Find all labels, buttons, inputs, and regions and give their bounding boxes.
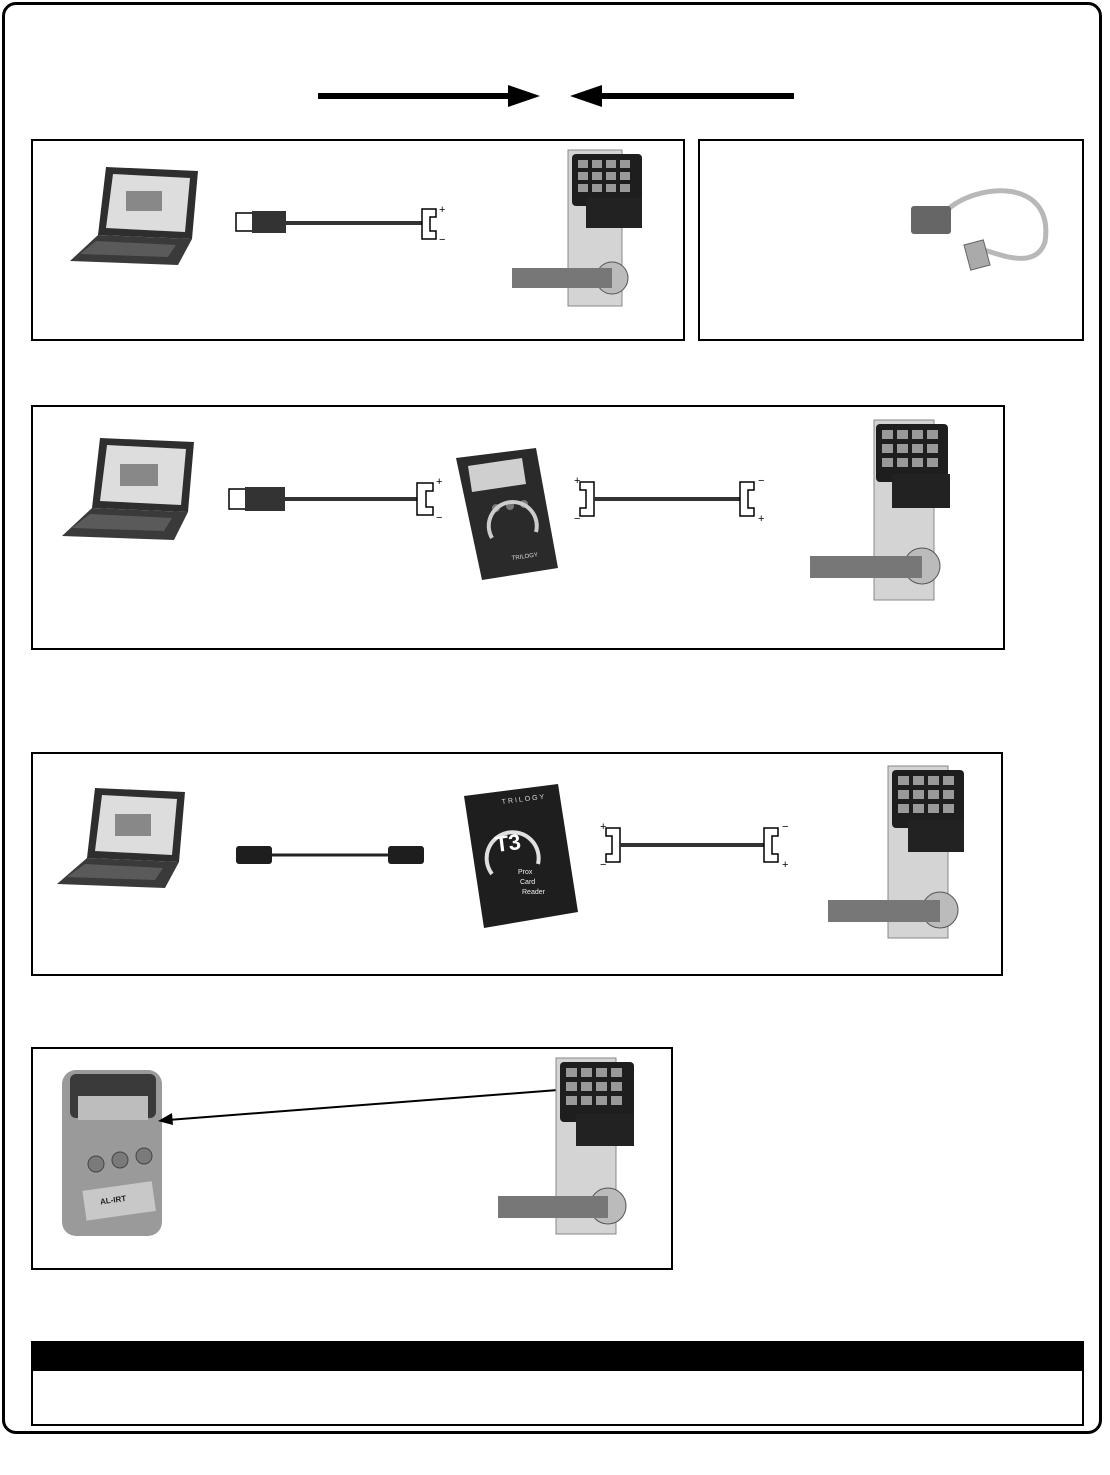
- laptop-icon: [70, 167, 198, 265]
- svg-text:TRILOGY: TRILOGY: [511, 552, 538, 562]
- t3-reader-icon: TRILOGY T3 Prox Card Reader: [464, 784, 578, 928]
- keypad-lock-icon: [810, 419, 950, 601]
- svg-text:−: −: [600, 859, 606, 871]
- svg-text:AL-IRT: AL-IRT: [99, 1194, 126, 1207]
- svg-text:−: −: [436, 512, 442, 524]
- panel-usb-adapter: [698, 139, 1084, 341]
- note-body: [33, 1371, 1082, 1387]
- svg-text:+: +: [600, 821, 606, 833]
- note-box: [31, 1341, 1084, 1426]
- svg-text:−: −: [758, 475, 764, 487]
- note-header: [33, 1343, 1082, 1371]
- svg-text:−: −: [574, 513, 580, 525]
- page-frame: [2, 2, 1102, 1434]
- svg-text:+: +: [439, 204, 445, 216]
- svg-text:+: +: [758, 513, 764, 525]
- ir-printer-icon: AL-IRT: [62, 1070, 162, 1236]
- serial-cable-icon: + −: [228, 476, 442, 524]
- svg-text:T3: T3: [494, 829, 523, 857]
- svg-text:+: +: [782, 859, 788, 871]
- svg-text:Reader: Reader: [522, 889, 546, 896]
- svg-text:−: −: [782, 821, 788, 833]
- usb-serial-adapter-icon: [911, 188, 1049, 271]
- laptop-icon: [57, 788, 185, 888]
- svg-text:Prox: Prox: [518, 869, 533, 876]
- svg-text:−: −: [439, 234, 445, 246]
- laptop-icon: [62, 438, 194, 540]
- serial-cable-icon: + −: [235, 204, 445, 246]
- svg-text:Card: Card: [520, 879, 535, 886]
- lock-cable-icon: + − − +: [600, 821, 788, 871]
- arrow-right-icon: [318, 85, 540, 107]
- lock-cable-icon: + − − +: [574, 475, 764, 525]
- data-transfer-module-icon: TRILOGY: [456, 448, 558, 580]
- keypad-lock-icon: [498, 1057, 634, 1235]
- keypad-lock-icon: [828, 765, 964, 939]
- arrow-left-icon: [570, 85, 794, 107]
- direction-arrows: [318, 85, 794, 107]
- svg-text:+: +: [574, 475, 580, 487]
- svg-text:+: +: [436, 476, 442, 488]
- keypad-lock-icon: [512, 149, 642, 307]
- db9-cable-icon: [236, 846, 424, 864]
- infrared-arrow-icon: [158, 1089, 559, 1125]
